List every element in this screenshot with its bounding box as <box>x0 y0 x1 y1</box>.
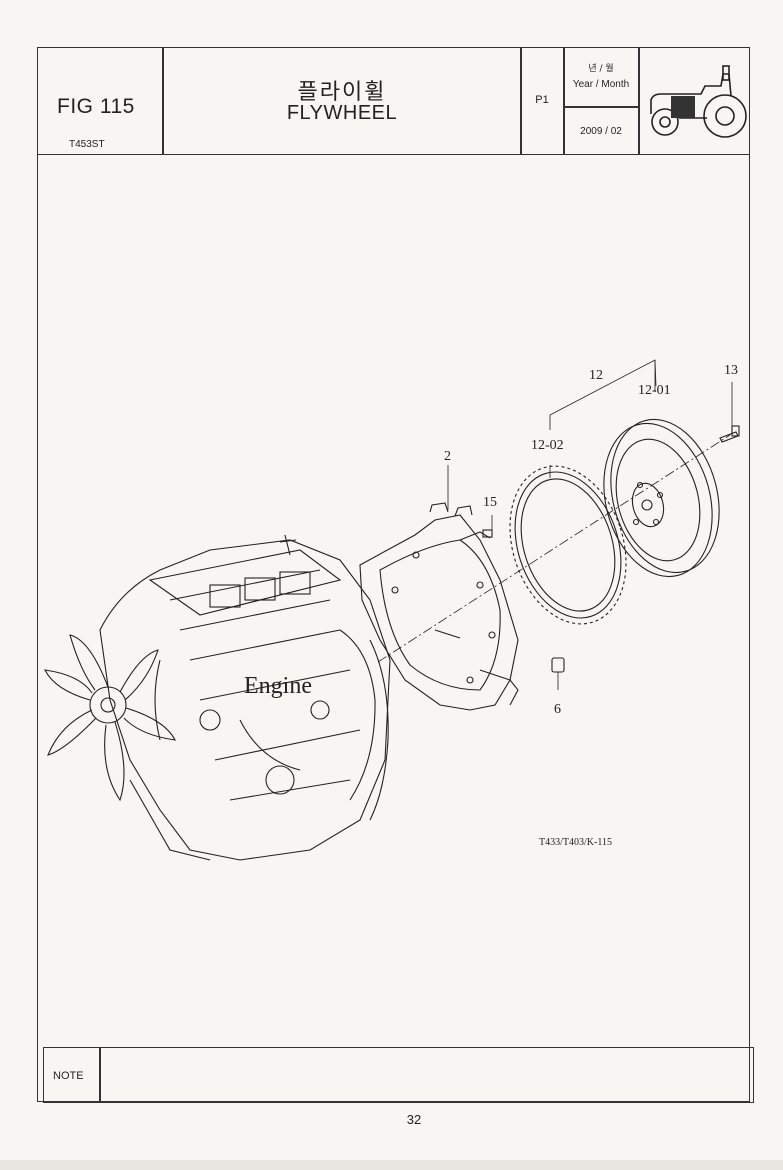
reference-code: T433/T403/K-115 <box>539 837 612 848</box>
callout-12-02: 12-02 <box>531 438 564 453</box>
page-code: P1 <box>535 94 549 106</box>
issue-date: 2009 / 02 <box>580 126 622 137</box>
engine-label: Engine <box>244 673 312 699</box>
callout-15: 15 <box>483 495 497 510</box>
fig-number: FIG 115 <box>57 95 135 118</box>
page-number: 32 <box>406 1112 422 1127</box>
callout-2: 2 <box>444 449 451 464</box>
flywheel-exploded-diagram: 2 15 6 12 12-01 12-02 13 Engine T433/T40… <box>44 359 740 861</box>
fan-assembly <box>44 634 176 802</box>
ring-gear <box>509 465 627 625</box>
plug-6 <box>551 657 565 673</box>
callout-13: 13 <box>724 363 738 378</box>
bolt-13 <box>719 425 740 443</box>
header-divider <box>520 47 522 155</box>
date-divider <box>564 106 639 108</box>
page-frame <box>37 47 750 1102</box>
callout-6: 6 <box>554 702 561 717</box>
engine-assembly <box>99 534 391 861</box>
callout-12: 12 <box>589 368 603 383</box>
year-month-english: Year / Month <box>572 79 630 90</box>
scan-edge <box>0 1160 783 1170</box>
flywheel <box>603 418 720 578</box>
header-divider <box>162 47 164 155</box>
header-block <box>37 47 750 155</box>
header-divider <box>563 47 565 155</box>
fig-cell: FIG 115 T453ST <box>37 47 163 155</box>
note-row: NOTE <box>43 1047 754 1103</box>
note-divider <box>99 1048 101 1102</box>
title-korean: 플라이휠 <box>297 80 387 105</box>
callout-12-01: 12-01 <box>638 383 671 398</box>
title-english: FLYWHEEL <box>286 102 398 124</box>
model-code: T453ST <box>69 139 105 150</box>
flywheel-housing <box>359 502 519 711</box>
year-month-korean: 년 / 월 <box>588 64 614 74</box>
header-divider <box>638 47 640 155</box>
note-label: NOTE <box>53 1070 84 1082</box>
tractor-icon <box>650 65 747 138</box>
pin-15 <box>482 529 493 538</box>
